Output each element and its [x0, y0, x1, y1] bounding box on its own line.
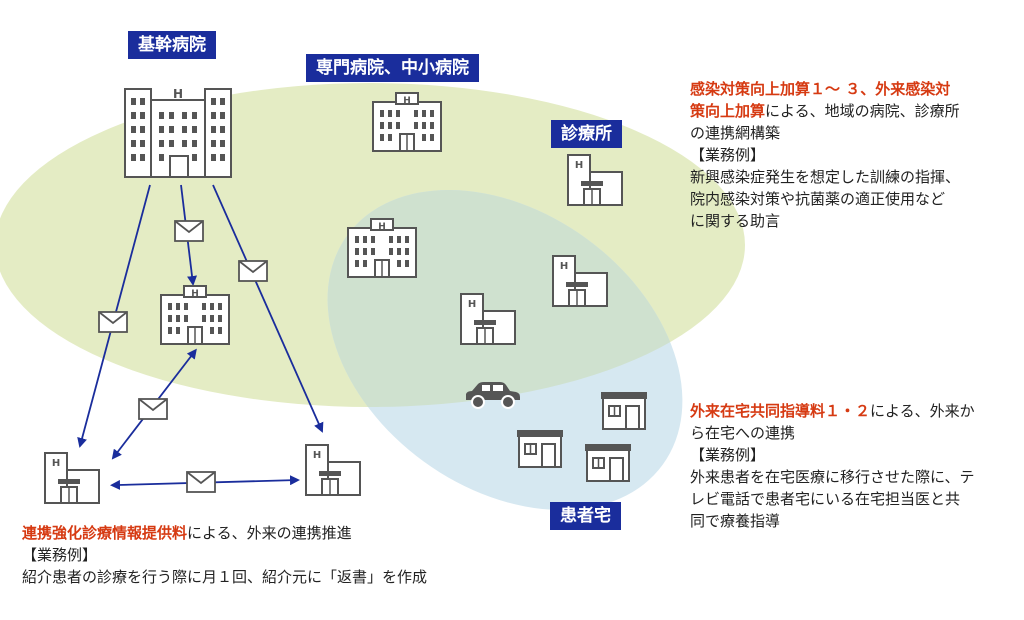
- envelope-icon: [238, 260, 268, 282]
- referral-example-header: 【業務例】: [22, 546, 98, 564]
- envelope-icon: [174, 220, 204, 242]
- home-example-line: 外来患者を在宅医療に移行させた際に、テ: [690, 468, 975, 486]
- house-icon: [600, 391, 648, 430]
- clinic-icon: [305, 444, 361, 496]
- home-example-header: 【業務例】: [690, 446, 766, 464]
- infection-control-description: 感染対策向上加算１～ ３、外来感染対 策向上加算による、地域の病院、診療所 の連…: [690, 78, 1020, 232]
- house-icon: [516, 429, 564, 468]
- home-example-line: レビ電話で患者宅にいる在宅担当医と共: [690, 490, 961, 508]
- label-patient-home: 患者宅: [550, 502, 621, 530]
- infection-line2-highlight: 策向上加算: [690, 102, 766, 120]
- referral-line1-highlight: 連携強化診療情報提供料: [22, 524, 188, 542]
- label-core-hospital: 基幹病院: [128, 31, 216, 59]
- referral-line1-text: による、外来の連携推進: [187, 524, 352, 542]
- infection-line1-highlight: 感染対策向上加算１～ ３、外来感染対: [690, 80, 951, 98]
- envelope-icon: [98, 311, 128, 333]
- home-example-line: 同で療養指導: [690, 512, 781, 530]
- home-line1-highlight: 外来在宅共同指導料１・２: [690, 402, 871, 420]
- home-care-description: 外来在宅共同指導料１・２による、外来か ら在宅への連携 【業務例】 外来患者を在…: [690, 400, 1020, 532]
- clinic-icon: [44, 452, 100, 504]
- arrow-core-to-right-clinic: [212, 184, 324, 433]
- infection-example-line: 新興感染症発生を想定した訓練の指揮、: [690, 168, 961, 186]
- envelope-icon: [138, 398, 168, 420]
- referral-description: 連携強化診療情報提供料による、外来の連携推進 【業務例】 紹介患者の診療を行う際…: [22, 522, 582, 588]
- infection-line3-text: の連携網構築: [690, 124, 781, 142]
- home-line2-text: ら在宅への連携: [690, 424, 796, 442]
- infection-example-line: に関する助言: [690, 212, 781, 230]
- mid-hospital-icon: [160, 285, 230, 345]
- home-line1-text: による、外来か: [870, 402, 975, 420]
- mid-hospital-icon: [372, 92, 442, 152]
- envelope-icon: [186, 471, 216, 493]
- referral-example-line: 紹介患者の診療を行う際に月１回、紹介元に「返書」を作成: [22, 568, 428, 586]
- house-icon: [584, 443, 632, 482]
- mid-hospital-icon: [347, 218, 417, 278]
- infection-example-header: 【業務例】: [690, 146, 766, 164]
- infection-example-line: 院内感染対策や抗菌薬の適正使用など: [690, 190, 946, 208]
- label-clinics: 診療所: [551, 120, 622, 148]
- infection-line2-text: による、地域の病院、診療所: [765, 102, 960, 120]
- label-specialty-hospitals: 専門病院、中小病院: [306, 54, 479, 82]
- core-hospital-icon: [124, 88, 232, 178]
